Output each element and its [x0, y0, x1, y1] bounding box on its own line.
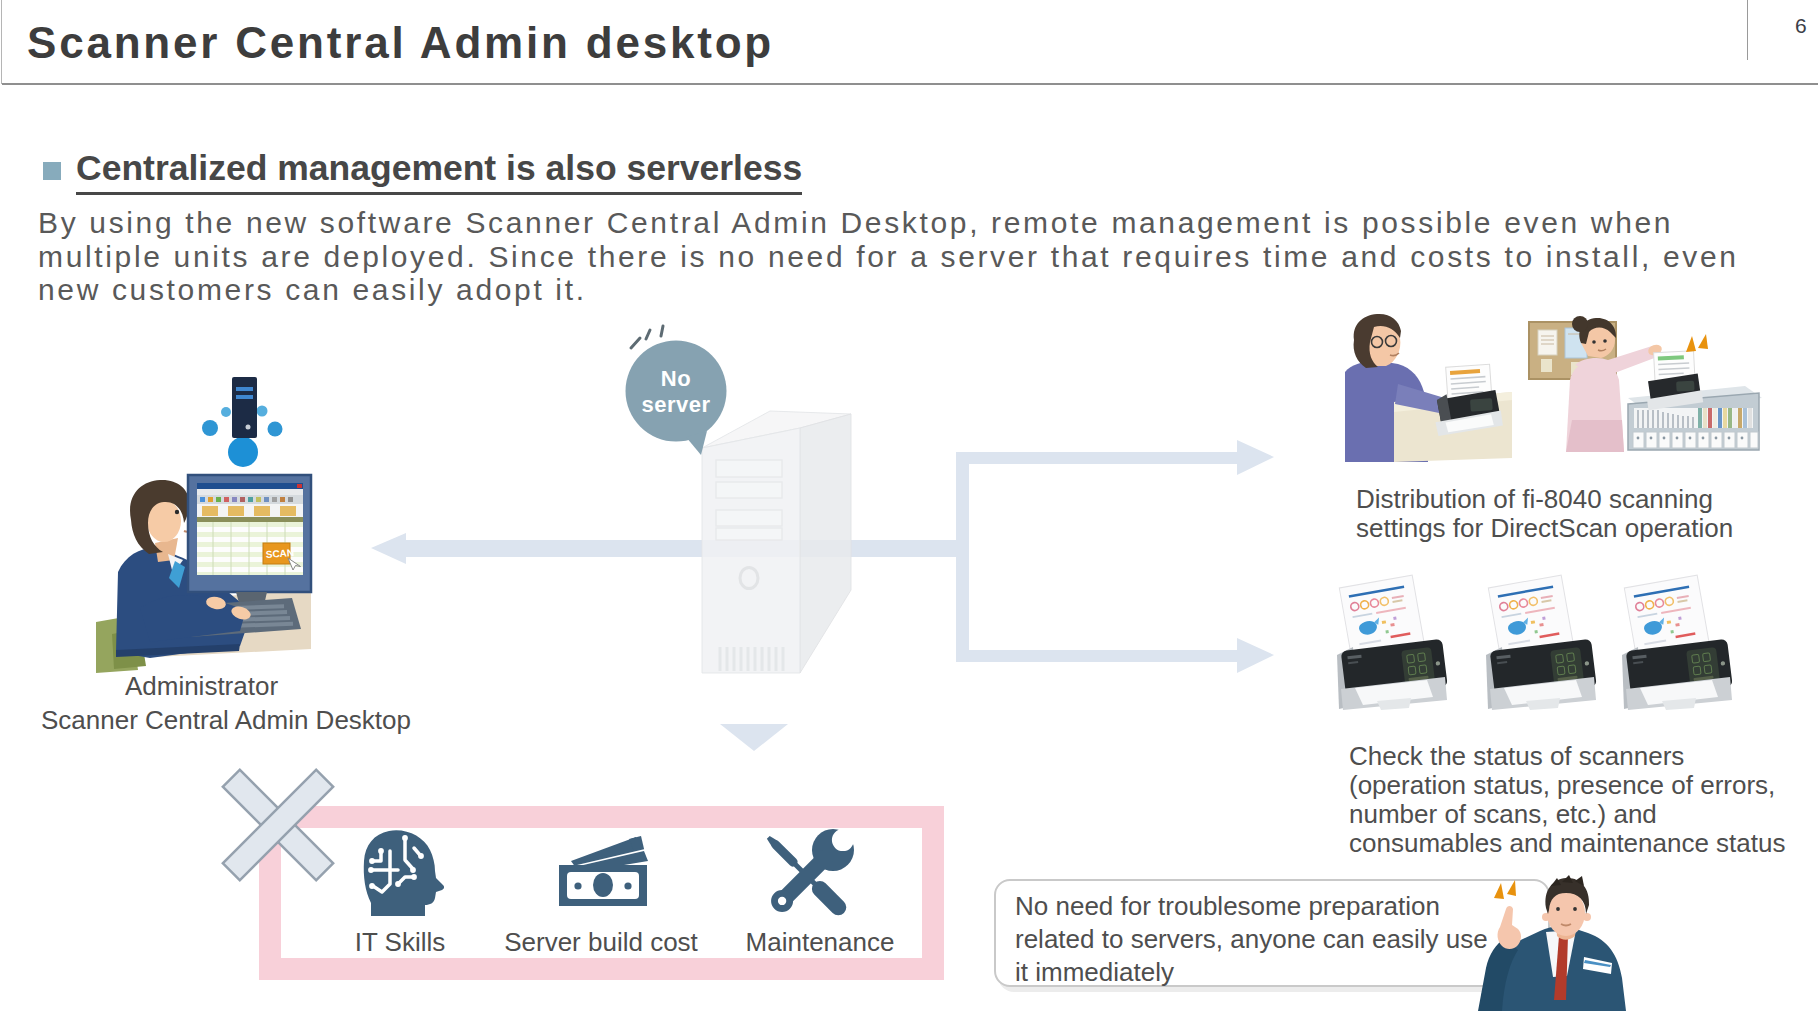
svg-text:SCAN: SCAN — [265, 547, 294, 560]
